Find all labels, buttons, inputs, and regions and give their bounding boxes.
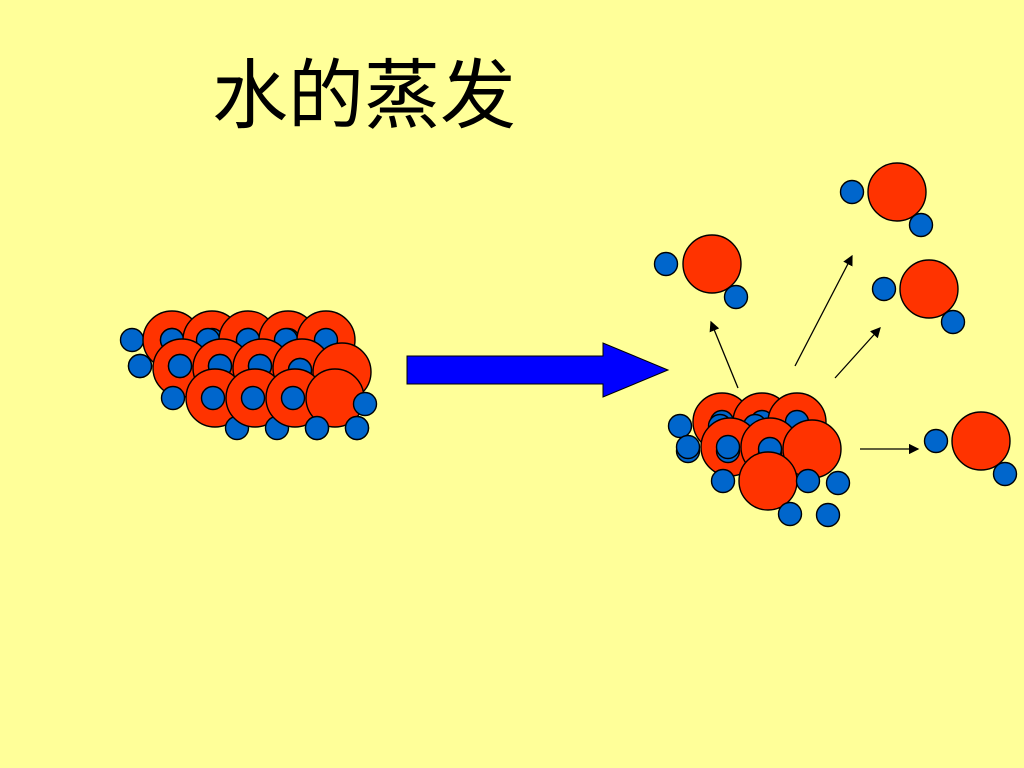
hydrogen-atom [675, 434, 701, 460]
hydrogen-atom [352, 391, 378, 417]
hydrogen-atom [795, 468, 821, 494]
hydrogen-atom [240, 385, 266, 411]
hydrogen-atom [871, 276, 897, 302]
hydrogen-atom [653, 251, 679, 277]
water-molecule [839, 162, 934, 238]
water-molecule [871, 259, 966, 335]
oxygen-atom [867, 162, 927, 222]
hydrogen-atom [815, 502, 841, 528]
hydrogen-atom [940, 309, 966, 335]
liquid-water-cluster [119, 310, 378, 441]
hydrogen-atom [839, 179, 865, 205]
hydrogen-atom [119, 327, 145, 353]
hydrogen-atom [280, 385, 306, 411]
slide-title: 水的蒸发 [212, 51, 516, 140]
hydrogen-atom [304, 415, 330, 441]
hydrogen-atom [992, 461, 1018, 487]
oxygen-atom [951, 411, 1011, 471]
hydrogen-atom [825, 470, 851, 496]
hydrogen-atom [715, 434, 741, 460]
hydrogen-atom [160, 385, 186, 411]
hydrogen-atom [723, 284, 749, 310]
water-molecule [710, 451, 803, 527]
remaining-water-cluster [667, 392, 851, 528]
escape-arrow [709, 320, 739, 389]
oxygen-atom [899, 259, 959, 319]
water-molecule [653, 234, 749, 310]
hydrogen-atom [908, 212, 934, 238]
hydrogen-atom [200, 385, 226, 411]
escape-arrows [709, 254, 920, 455]
hydrogen-atom [777, 501, 803, 527]
hydrogen-atom [344, 415, 370, 441]
hydrogen-atom [923, 428, 949, 454]
oxygen-atom [682, 234, 742, 294]
escape-arrow [834, 327, 881, 379]
hydrogen-atom [667, 413, 693, 439]
hydrogen-atom [127, 353, 153, 379]
process-arrow [406, 342, 670, 398]
escaping-molecules [653, 162, 1018, 487]
escape-arrow [794, 254, 853, 367]
oxygen-atom [738, 451, 798, 511]
hydrogen-atom [710, 468, 736, 494]
hydrogen-atom [167, 353, 193, 379]
water-molecule [923, 411, 1018, 487]
